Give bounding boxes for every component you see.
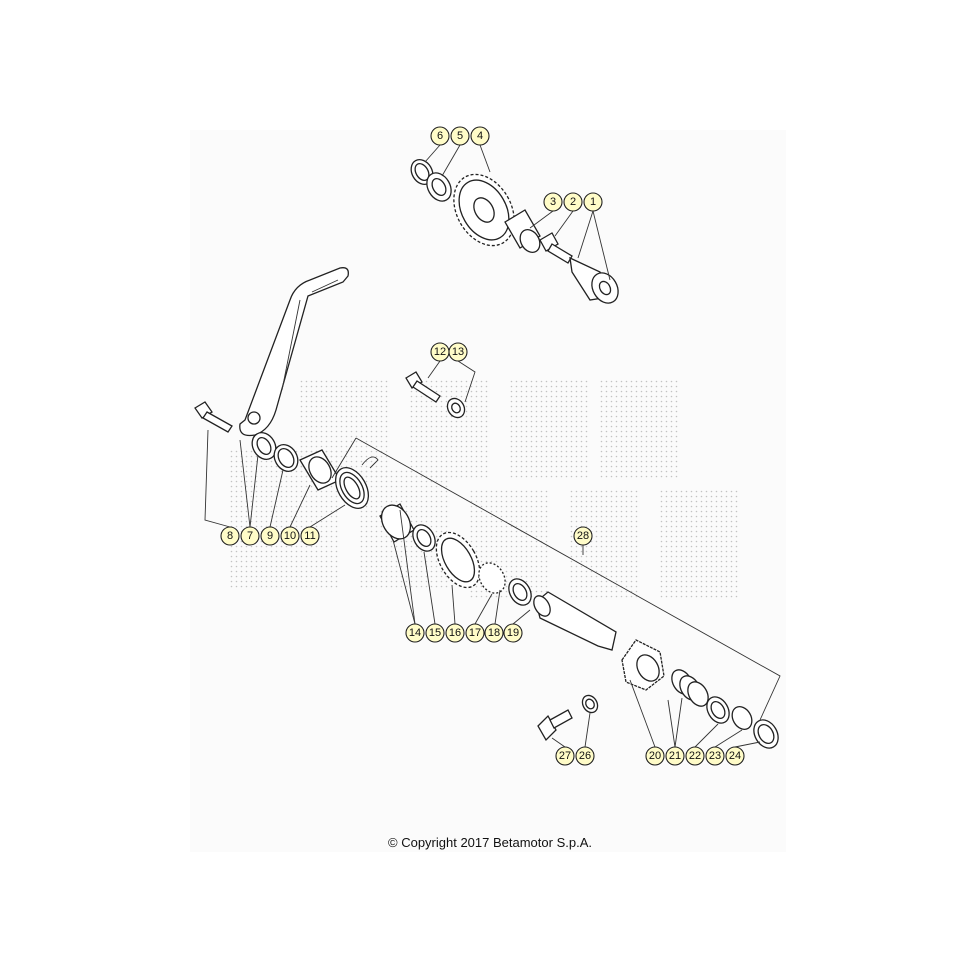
- svg-text:15: 15: [429, 627, 441, 639]
- callout-28: 28: [573, 526, 593, 546]
- callout-7: 7: [240, 526, 260, 546]
- callout-1: 1: [583, 192, 603, 212]
- svg-text:21: 21: [669, 750, 681, 762]
- bolt-part-27: [537, 709, 573, 742]
- svg-text:6: 6: [437, 130, 443, 142]
- copyright-text: © Copyright 2017 Betamotor S.p.A.: [388, 835, 592, 850]
- washer-part-22: [706, 696, 730, 724]
- svg-text:11: 11: [304, 530, 315, 542]
- washer-part-15: [412, 524, 436, 552]
- svg-text:10: 10: [284, 530, 296, 542]
- callout-4: 4: [470, 126, 490, 146]
- washer-part-24: [753, 719, 779, 749]
- callout-17: 17: [465, 623, 485, 643]
- kickstart-lever: [239, 267, 349, 437]
- callout-14: 14: [405, 623, 425, 643]
- kick-gear-part-16: [435, 531, 481, 589]
- callout-16: 16: [445, 623, 465, 643]
- svg-text:2: 2: [570, 196, 576, 208]
- svg-text:19: 19: [507, 627, 519, 639]
- oring-part-9: [273, 444, 299, 472]
- ratchet-part-20: [621, 639, 665, 691]
- callout-6: 6: [430, 126, 450, 146]
- svg-text:14: 14: [409, 627, 421, 639]
- callout-27: 27: [555, 746, 575, 766]
- callout-13: 13: [448, 342, 468, 362]
- svg-text:23: 23: [709, 750, 721, 762]
- callout-9: 9: [260, 526, 280, 546]
- needle-bearing-part-3: [504, 209, 541, 253]
- idler-gear-part-4: [453, 173, 515, 247]
- callout-12: 12: [430, 342, 450, 362]
- bolt-part-12: [405, 371, 441, 403]
- callout-15: 15: [425, 623, 445, 643]
- callout-23: 23: [705, 746, 725, 766]
- bushing-part-10: [299, 449, 341, 491]
- svg-text:8: 8: [227, 530, 233, 542]
- svg-text:5: 5: [457, 130, 463, 142]
- svg-text:17: 17: [469, 627, 481, 639]
- shaft-part-1: [569, 256, 619, 304]
- callout-5: 5: [450, 126, 470, 146]
- svg-text:20: 20: [649, 750, 661, 762]
- washer-part-26: [581, 694, 599, 714]
- bolt-part-8: [194, 401, 233, 433]
- svg-text:4: 4: [477, 130, 483, 142]
- spring-part-11: [334, 456, 379, 509]
- svg-text:26: 26: [579, 750, 591, 762]
- kickstart-shaft-part-28: [533, 591, 617, 651]
- nut-part-13: [446, 397, 466, 419]
- callout-22: 22: [685, 746, 705, 766]
- spring-part-21: [671, 669, 709, 707]
- svg-text:3: 3: [550, 196, 556, 208]
- callout-20: 20: [645, 746, 665, 766]
- washer-part-5: [426, 172, 452, 202]
- washer-part-7: [251, 432, 277, 460]
- ratchet-part-14: [379, 503, 415, 543]
- washer-part-18-19: [508, 578, 532, 606]
- svg-text:24: 24: [729, 750, 741, 762]
- svg-text:12: 12: [434, 346, 446, 358]
- svg-text:7: 7: [247, 530, 253, 542]
- callout-19: 19: [503, 623, 523, 643]
- callout-26: 26: [575, 746, 595, 766]
- svg-text:22: 22: [689, 750, 701, 762]
- screw-part-2: [539, 232, 573, 264]
- callout-11: 11: [300, 526, 320, 546]
- callout-18: 18: [484, 623, 504, 643]
- svg-text:28: 28: [577, 530, 589, 542]
- svg-text:16: 16: [449, 627, 461, 639]
- callout-8: 8: [220, 526, 240, 546]
- leader-lines: [204, 144, 781, 748]
- callout-3: 3: [543, 192, 563, 212]
- callout-2: 2: [563, 192, 583, 212]
- callout-21: 21: [665, 746, 685, 766]
- circlip-part-23: [731, 706, 753, 730]
- callout-10: 10: [280, 526, 300, 546]
- svg-text:18: 18: [488, 627, 500, 639]
- svg-text:27: 27: [559, 750, 571, 762]
- callout-24: 24: [725, 746, 745, 766]
- svg-text:9: 9: [267, 530, 273, 542]
- svg-text:13: 13: [452, 346, 464, 358]
- svg-text:1: 1: [590, 196, 596, 208]
